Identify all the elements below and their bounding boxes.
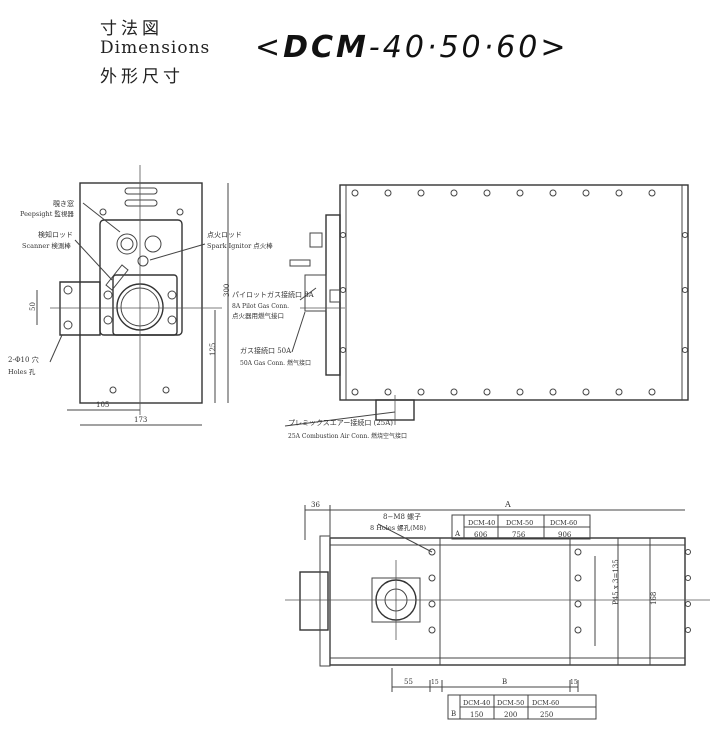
front-view: 覗き窓 Peepsight 監視器 検知ロッド Scanner 検測棒 点火ロッ… (8, 165, 273, 426)
bolt-hole (428, 626, 436, 634)
table-a: A DCM-40 DCM-50 DCM-60 606 756 906 (451, 514, 591, 540)
bolt-hole (582, 388, 590, 396)
title-ja: 寸法図 (100, 19, 163, 39)
dim-15-right: 15 (570, 679, 578, 686)
model-variants: -40·50·60 (368, 30, 541, 65)
table-b-header: DCM-50 (497, 699, 524, 707)
table-b: B DCM-40 DCM-50 DCM-60 150 200 250 (447, 694, 597, 720)
bolt-hole (574, 548, 582, 556)
dim-a: A (504, 500, 511, 509)
table-b-header: DCM-60 (532, 699, 559, 707)
bottom-view: 36 A 8−M8 螺子 8 Holes 螺孔(M8) P45 x 3=135 … (285, 500, 710, 692)
peepsight-label-ja: 覗き窓 (53, 199, 74, 208)
bolt-hole (428, 548, 436, 556)
bolt-hole (428, 574, 436, 582)
bolt-hole (574, 626, 582, 634)
bolt-hole (615, 388, 623, 396)
table-a-header: DCM-60 (550, 519, 577, 527)
table-a-value: 906 (558, 531, 572, 539)
table-b-value: 150 (470, 711, 483, 719)
pilot-gas-label-en: 8A Pilot Gas Conn. (232, 303, 289, 310)
dim-36: 36 (311, 501, 320, 509)
model-suffix: > (540, 30, 569, 65)
scanner-label-en: Scanner 検測棒 (22, 241, 71, 250)
bolt-hole (384, 388, 392, 396)
bolt-hole (685, 627, 691, 633)
model-name: DCM (283, 30, 369, 65)
bolt-hole (682, 287, 688, 293)
bolt-hole (682, 232, 688, 238)
table-b-value: 250 (540, 711, 553, 719)
pilot-gas-label-ja: パイロットガス接続口 8A (232, 290, 315, 299)
bolt-hole (615, 189, 623, 197)
bolt-hole (682, 347, 688, 353)
bolts-label-en: 8 Holes 螺孔(M8) (370, 523, 426, 532)
gas-conn-label-en: 50A Gas Conn. 燃气接口 (240, 359, 311, 367)
title-en: Dimensions (100, 38, 211, 58)
bolt-hole (685, 549, 691, 555)
bolt-hole (685, 575, 691, 581)
model-title: <DCM-40·50·60> (255, 30, 568, 65)
table-b-row-label: B (451, 710, 456, 718)
pilot-gas-label-zh: 点火器用燃气接口 (232, 311, 284, 320)
bolt-hole (417, 388, 425, 396)
bolt-hole (582, 189, 590, 197)
dim-50: 50 (29, 302, 37, 311)
air-conn-label-ja: プレミックスエアー接続口 (25A) (288, 418, 393, 427)
gas-conn-label-ja: ガス接続口 50A (240, 346, 292, 355)
dim-15-left: 15 (431, 679, 439, 686)
bolt-hole (574, 600, 582, 608)
table-b-header: DCM-40 (463, 699, 490, 707)
bolt-hole (351, 189, 359, 197)
bolts-label-ja: 8−M8 螺子 (383, 512, 421, 521)
bolt-hole (685, 601, 691, 607)
bolt-hole (351, 388, 359, 396)
dim-168: 168 (650, 592, 658, 605)
holes-label-en: Holes 孔 (8, 368, 36, 376)
dim-55: 55 (404, 678, 413, 686)
model-prefix: < (255, 30, 284, 65)
bolt-hole (340, 232, 346, 238)
bolt-hole (384, 189, 392, 197)
table-a-value: 606 (474, 531, 488, 539)
table-b-value: 200 (504, 711, 517, 719)
bolt-hole (516, 388, 524, 396)
pitch-label: P45 x 3=135 (612, 559, 620, 605)
peepsight-label-en: Peepsight 監視器 (20, 209, 74, 218)
bolt-hole (483, 189, 491, 197)
dim-173: 173 (134, 416, 147, 424)
bolt-hole (340, 287, 346, 293)
bolt-hole (574, 574, 582, 582)
bolt-hole (417, 189, 425, 197)
table-a-row-label: A (454, 530, 461, 538)
bolt-hole (549, 189, 557, 197)
ignitor-label-ja: 点火ロッド (207, 231, 242, 239)
bolt-hole (428, 600, 436, 608)
dim-105: 105 (96, 401, 109, 409)
dim-b: B (502, 678, 507, 686)
air-conn-label-en: 25A Combustion Air Conn. 燃烧空气接口 (288, 432, 407, 440)
dim-300: 300 (223, 284, 231, 297)
bolt-hole (450, 388, 458, 396)
bolt-hole (516, 189, 524, 197)
bolt-hole (648, 388, 656, 396)
table-a-value: 756 (512, 531, 526, 539)
ignitor-label-en: Spark Ignitor 点火棒 (207, 241, 273, 250)
table-a-header: DCM-50 (506, 519, 533, 527)
scanner-label-ja: 検知ロッド (38, 230, 73, 239)
title-zh: 外形尺寸 (100, 67, 184, 87)
bolt-hole (450, 189, 458, 197)
holes-label-ja: 2-Φ10 穴 (8, 355, 39, 364)
table-a-header: DCM-40 (468, 519, 495, 527)
bolt-hole (340, 347, 346, 353)
bolt-hole (648, 189, 656, 197)
bolt-hole (549, 388, 557, 396)
side-view: パイロットガス接続口 8A 8A Pilot Gas Conn. 点火器用燃气接… (232, 184, 689, 440)
bolt-hole (483, 388, 491, 396)
dim-125: 125 (209, 343, 217, 356)
